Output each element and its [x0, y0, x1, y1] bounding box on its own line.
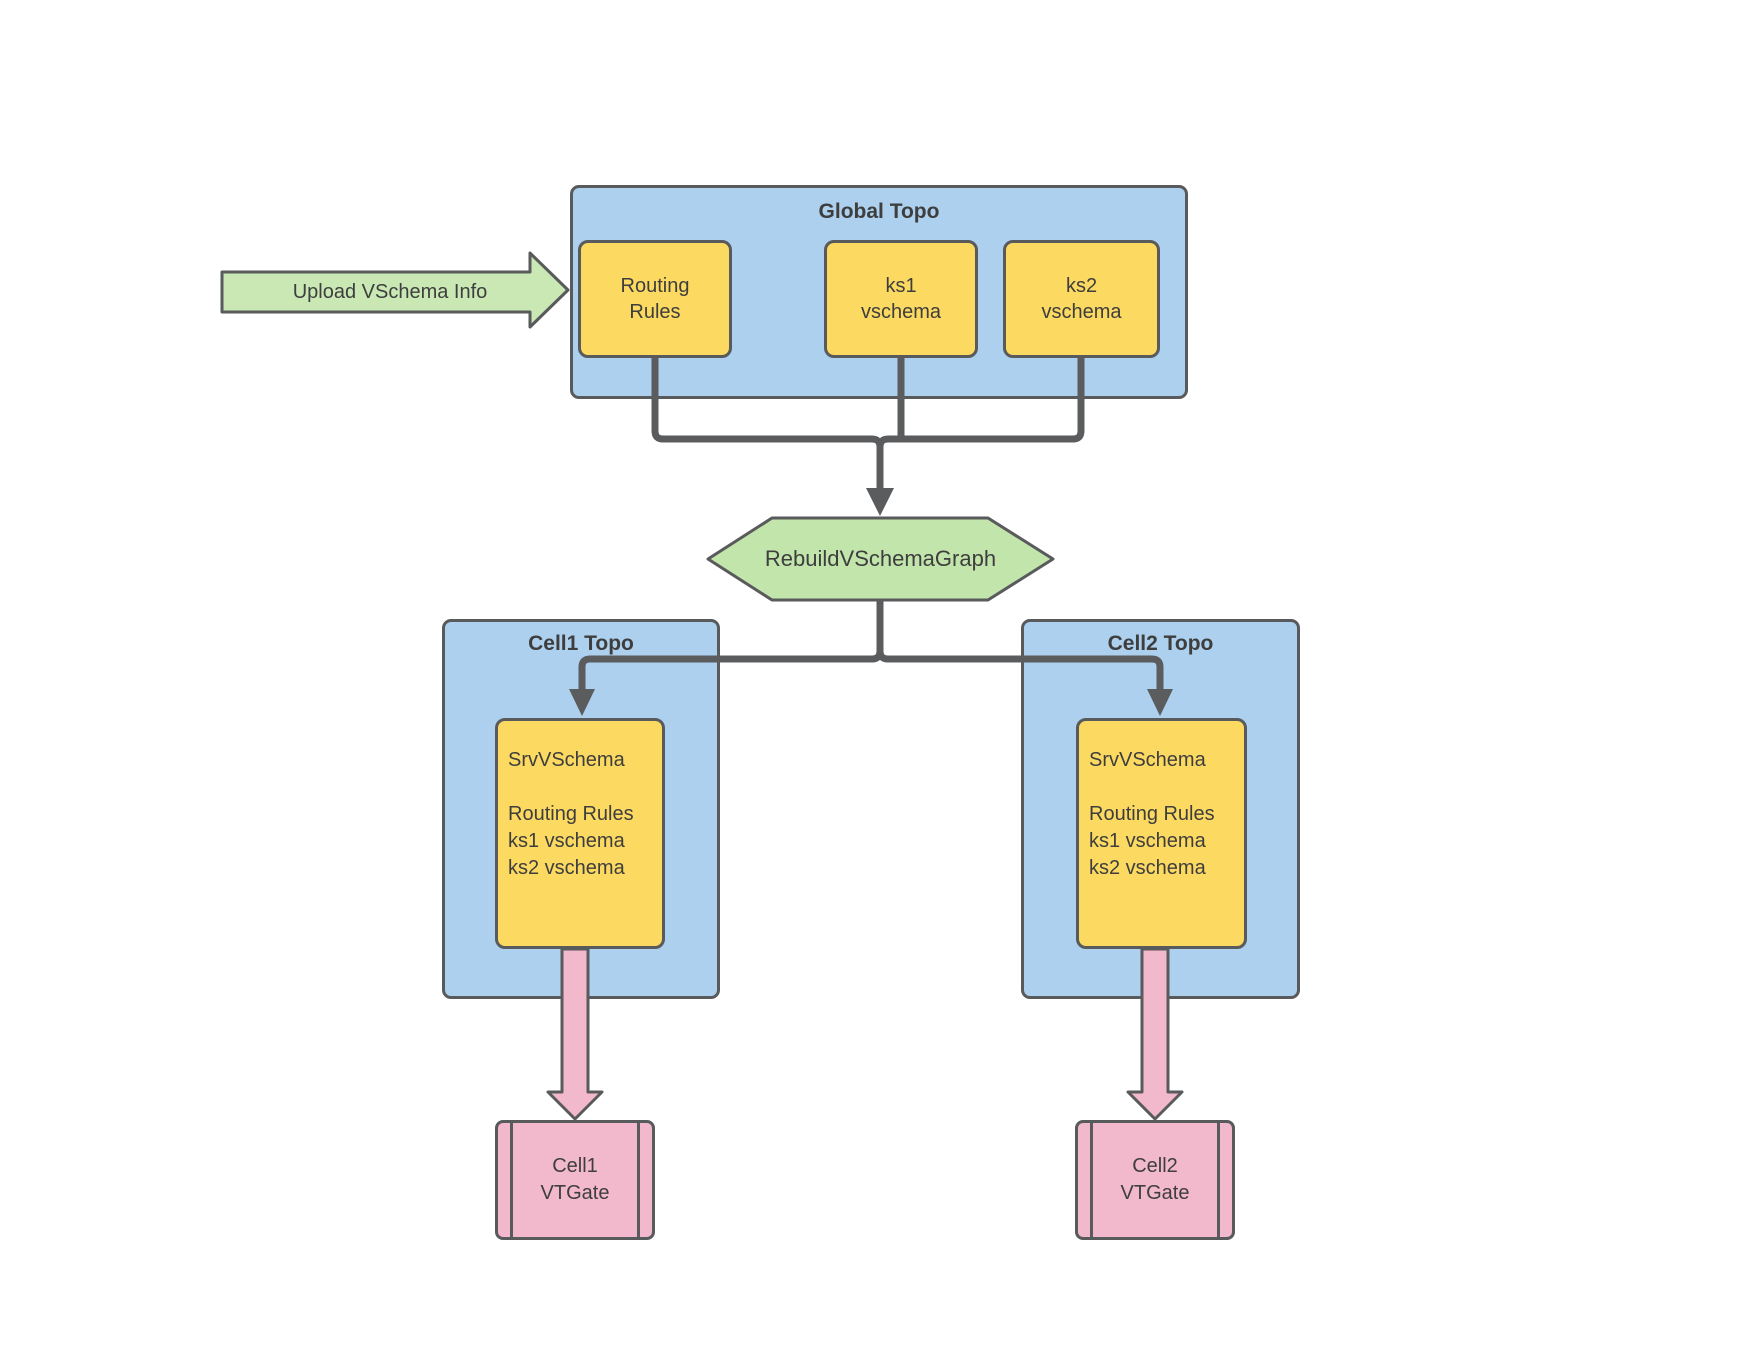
vtgate-side-line [1090, 1123, 1093, 1237]
vtgate-side-line [637, 1123, 640, 1237]
routing-rules-label: Routing Rules [620, 275, 690, 323]
ks1-vschema-label: ks1 vschema [860, 275, 942, 323]
rebuild-hexagon-label: RebuildVSchemaGraph [764, 546, 997, 571]
cell1-topo-title: Cell1 Topo [528, 632, 634, 655]
cell2-topo-title: Cell2 Topo [1107, 632, 1214, 655]
cell2-vtgate-label: Cell2 VTGate [1120, 1155, 1190, 1204]
cell2-vtgate-node: Cell2 VTGate [1075, 1120, 1235, 1240]
cell1-vtgate-label: Cell1 VTGate [540, 1155, 610, 1204]
upload-arrow-label: Upload VSchema Info [292, 281, 488, 303]
cell2-srvvschema-text: SrvVSchema Routing Rules ks1 vschema ks2… [1089, 749, 1215, 879]
vtgate-side-line [510, 1123, 513, 1237]
vtgate-side-line [1217, 1123, 1220, 1237]
cell1-vtgate-node: Cell1 VTGate [495, 1120, 655, 1240]
cell1-srvvschema-text: SrvVSchema Routing Rules ks1 vschema ks2… [508, 749, 634, 879]
routing-rules-node [578, 240, 732, 358]
cell2-srvvschema-node: SrvVSchema Routing Rules ks1 vschema ks2… [1076, 718, 1247, 949]
ks2-vschema-node [1003, 240, 1160, 358]
arrowhead-into-rebuild [866, 488, 894, 516]
ks2-vschema-label: ks2 vschema [1041, 275, 1122, 323]
cell1-srvvschema-node: SrvVSchema Routing Rules ks1 vschema ks2… [495, 718, 665, 949]
global-topo-title: Global Topo [818, 200, 940, 223]
ks1-vschema-node [824, 240, 978, 358]
